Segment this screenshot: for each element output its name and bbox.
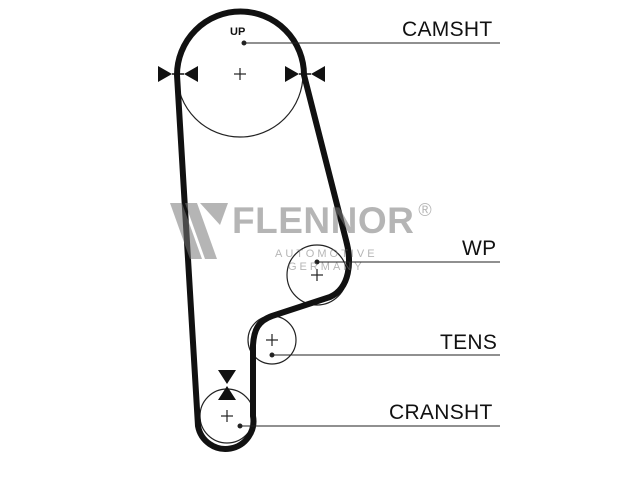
tensioner-center-mark (266, 334, 278, 346)
water-pump-label: WP (462, 237, 497, 260)
registered-mark: ® (418, 200, 433, 220)
water-pump-center-mark (311, 269, 323, 281)
brand-tagline: AUTOMOTIVE GERMANY (275, 248, 378, 274)
crankshaft-center-mark (221, 410, 233, 422)
tagline-line-1: AUTOMOTIVE (275, 248, 378, 260)
flennor-logo-icon (170, 203, 228, 259)
camshaft-timing-mark-right (285, 66, 325, 82)
crankshaft-timing-mark (218, 370, 236, 400)
brand-name: FLENNOR® (232, 200, 433, 241)
tagline-line-2: GERMANY (287, 261, 365, 273)
timing-belt (174, 8, 352, 452)
flennor-watermark: FLENNOR® AUTOMOTIVE GERMANY (170, 200, 480, 280)
up-marker-label: UP (230, 26, 246, 38)
leader-lines (237, 40, 500, 429)
camshaft-label: CAMSHT (402, 18, 493, 41)
crankshaft-label: CRANSHT (389, 401, 493, 424)
tensioner-label: TENS (440, 331, 498, 354)
camshaft-center-mark (234, 68, 246, 80)
camshaft-timing-mark-left (158, 66, 198, 82)
